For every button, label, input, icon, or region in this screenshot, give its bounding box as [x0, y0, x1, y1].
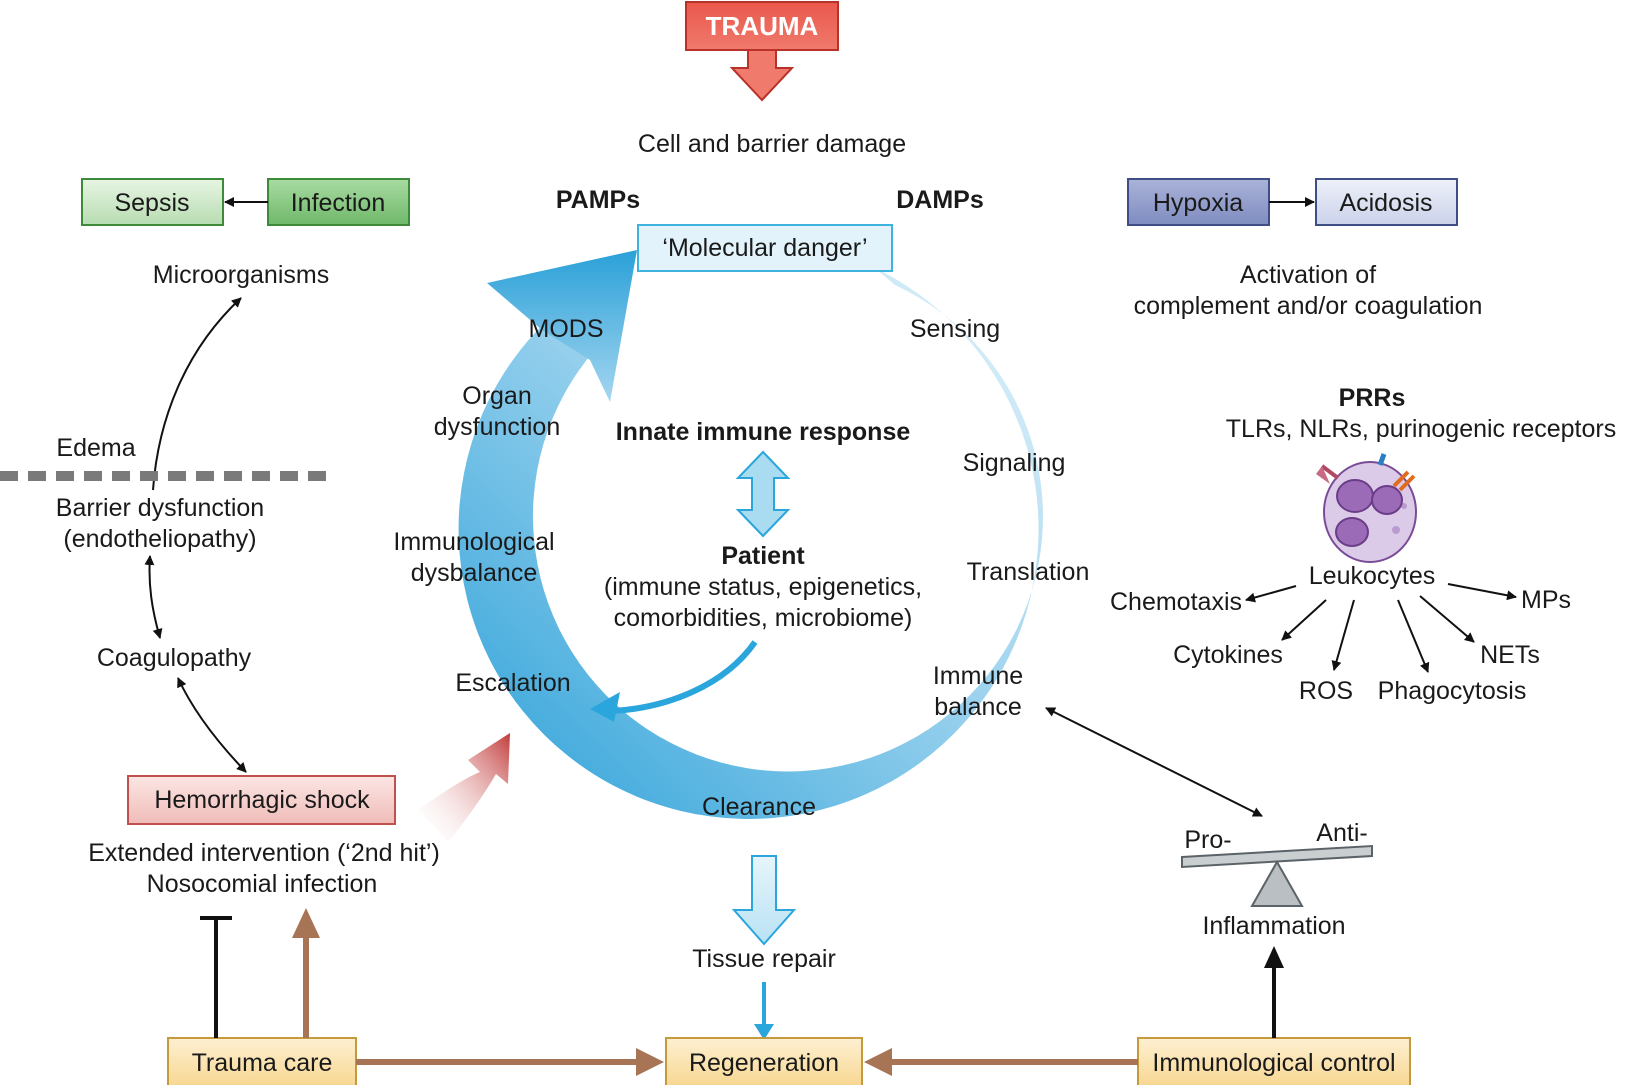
escalation-label: Escalation — [455, 669, 570, 697]
down-arrow-icon — [729, 49, 795, 102]
leukocytes-label: Leukocytes — [1309, 562, 1435, 590]
control-up-arrowhead — [1264, 946, 1284, 968]
tissue-arrowhead — [754, 1024, 774, 1040]
immunological-control-label: Immunological control — [1152, 1049, 1395, 1077]
pamps-label: PAMPs — [556, 186, 640, 214]
chemotaxis-label: Chemotaxis — [1110, 588, 1242, 616]
edema-label: Edema — [56, 434, 135, 462]
immune-balance-line2: balance — [934, 693, 1022, 721]
patient-label: Patient — [721, 542, 805, 570]
to-chemotaxis-arrow — [1245, 585, 1297, 603]
infection-label: Infection — [291, 189, 386, 217]
barrier-to-microorganisms-arrow — [152, 297, 242, 491]
organ-dysfunction-line1: Organ — [462, 382, 531, 410]
shock-to-cycle-arrow — [418, 733, 510, 842]
mods-label: MODS — [529, 315, 604, 343]
hypoxia-node: Hypoxia — [1127, 178, 1270, 226]
anti-label: Anti- — [1316, 819, 1367, 847]
double-arrow-icon — [735, 450, 791, 538]
damps-label: DAMPs — [896, 186, 984, 214]
trauma-node: TRAUMA — [685, 1, 839, 51]
translation-label: Translation — [967, 558, 1090, 586]
trauma-care-label: Trauma care — [192, 1049, 333, 1077]
extended-intervention: Extended intervention (‘2nd hit’) — [88, 839, 440, 867]
phagocytosis-label: Phagocytosis — [1378, 677, 1527, 705]
sepsis-node: Sepsis — [81, 178, 224, 226]
molecular-danger-label: ‘Molecular danger’ — [662, 234, 867, 262]
nets-label: NETs — [1480, 641, 1540, 669]
immunological-dysbalance-line1: Immunological — [393, 528, 554, 556]
signaling-label: Signaling — [963, 449, 1066, 477]
immune-balance-line1: Immune — [933, 662, 1023, 690]
to-nets-arrow — [1419, 595, 1475, 643]
barrier-dysfunction-line1: Barrier dysfunction — [56, 494, 264, 522]
cycle-arrowhead — [487, 250, 637, 402]
patient-detail-line2: comorbidities, microbiome) — [614, 604, 913, 632]
barrier-coagulopathy-arrow — [144, 555, 163, 639]
nosocomial-infection: Nosocomial infection — [147, 870, 378, 898]
receptors-label: TLRs, NLRs, purinogenic receptors — [1226, 415, 1616, 443]
to-phagocytosis-arrow — [1397, 599, 1430, 673]
microorganisms-label: Microorganisms — [153, 261, 329, 289]
coagulopathy-shock-arrow — [177, 677, 247, 773]
patient-detail-line1: (immune status, epigenetics, — [604, 573, 922, 601]
molecular-danger-node: ‘Molecular danger’ — [637, 224, 893, 272]
hollow-down-arrow-icon — [731, 855, 797, 946]
barrier-dysfunction-line2: (endotheliopathy) — [63, 525, 256, 553]
immunological-control-node: Immunological control — [1137, 1037, 1411, 1085]
patient-to-escalation-arrow — [611, 640, 758, 714]
infection-node: Infection — [267, 178, 410, 226]
innate-immune-response: Innate immune response — [616, 418, 911, 446]
activation-line1: Activation of — [1240, 261, 1376, 289]
balance-bidirectional-arrow — [1045, 707, 1263, 817]
acidosis-node: Acidosis — [1315, 178, 1458, 226]
leukocyte-cell-icon — [1316, 453, 1417, 563]
cytokines-label: Cytokines — [1173, 641, 1283, 669]
to-cytokines-arrow — [1281, 599, 1327, 641]
regeneration-node: Regeneration — [665, 1037, 863, 1085]
prrs-label: PRRs — [1339, 384, 1406, 412]
pro-label: Pro- — [1184, 826, 1231, 854]
organ-dysfunction-line2: dysfunction — [434, 413, 560, 441]
ros-label: ROS — [1299, 677, 1353, 705]
seesaw-balance-icon — [1181, 844, 1373, 907]
trauma-label: TRAUMA — [706, 11, 819, 41]
inflammation-label: Inflammation — [1202, 912, 1345, 940]
to-ros-arrow — [1331, 599, 1355, 671]
trauma-care-node: Trauma care — [167, 1037, 357, 1085]
acidosis-label: Acidosis — [1339, 189, 1432, 217]
cell-damage-text: Cell and barrier damage — [638, 130, 906, 158]
control-arrowhead — [864, 1048, 892, 1076]
sepsis-label: Sepsis — [114, 189, 189, 217]
hemorrhagic-shock-label: Hemorrhagic shock — [154, 786, 370, 814]
clearance-label: Clearance — [702, 793, 816, 821]
to-mps-arrow — [1447, 583, 1517, 601]
activation-line2: complement and/or coagulation — [1134, 292, 1483, 320]
sensing-label: Sensing — [910, 315, 1000, 343]
trauma-care-up-arrowhead — [292, 908, 320, 938]
trauma-care-arrowhead — [636, 1048, 664, 1076]
tissue-repair-label: Tissue repair — [692, 945, 836, 973]
patient-arrowhead — [590, 692, 620, 722]
regeneration-label: Regeneration — [689, 1049, 839, 1077]
hypoxia-label: Hypoxia — [1153, 189, 1243, 217]
coagulopathy-label: Coagulopathy — [97, 644, 252, 672]
hemorrhagic-shock-node: Hemorrhagic shock — [127, 775, 396, 825]
immunological-dysbalance-line2: dysbalance — [411, 559, 537, 587]
mps-label: MPs — [1521, 586, 1571, 614]
